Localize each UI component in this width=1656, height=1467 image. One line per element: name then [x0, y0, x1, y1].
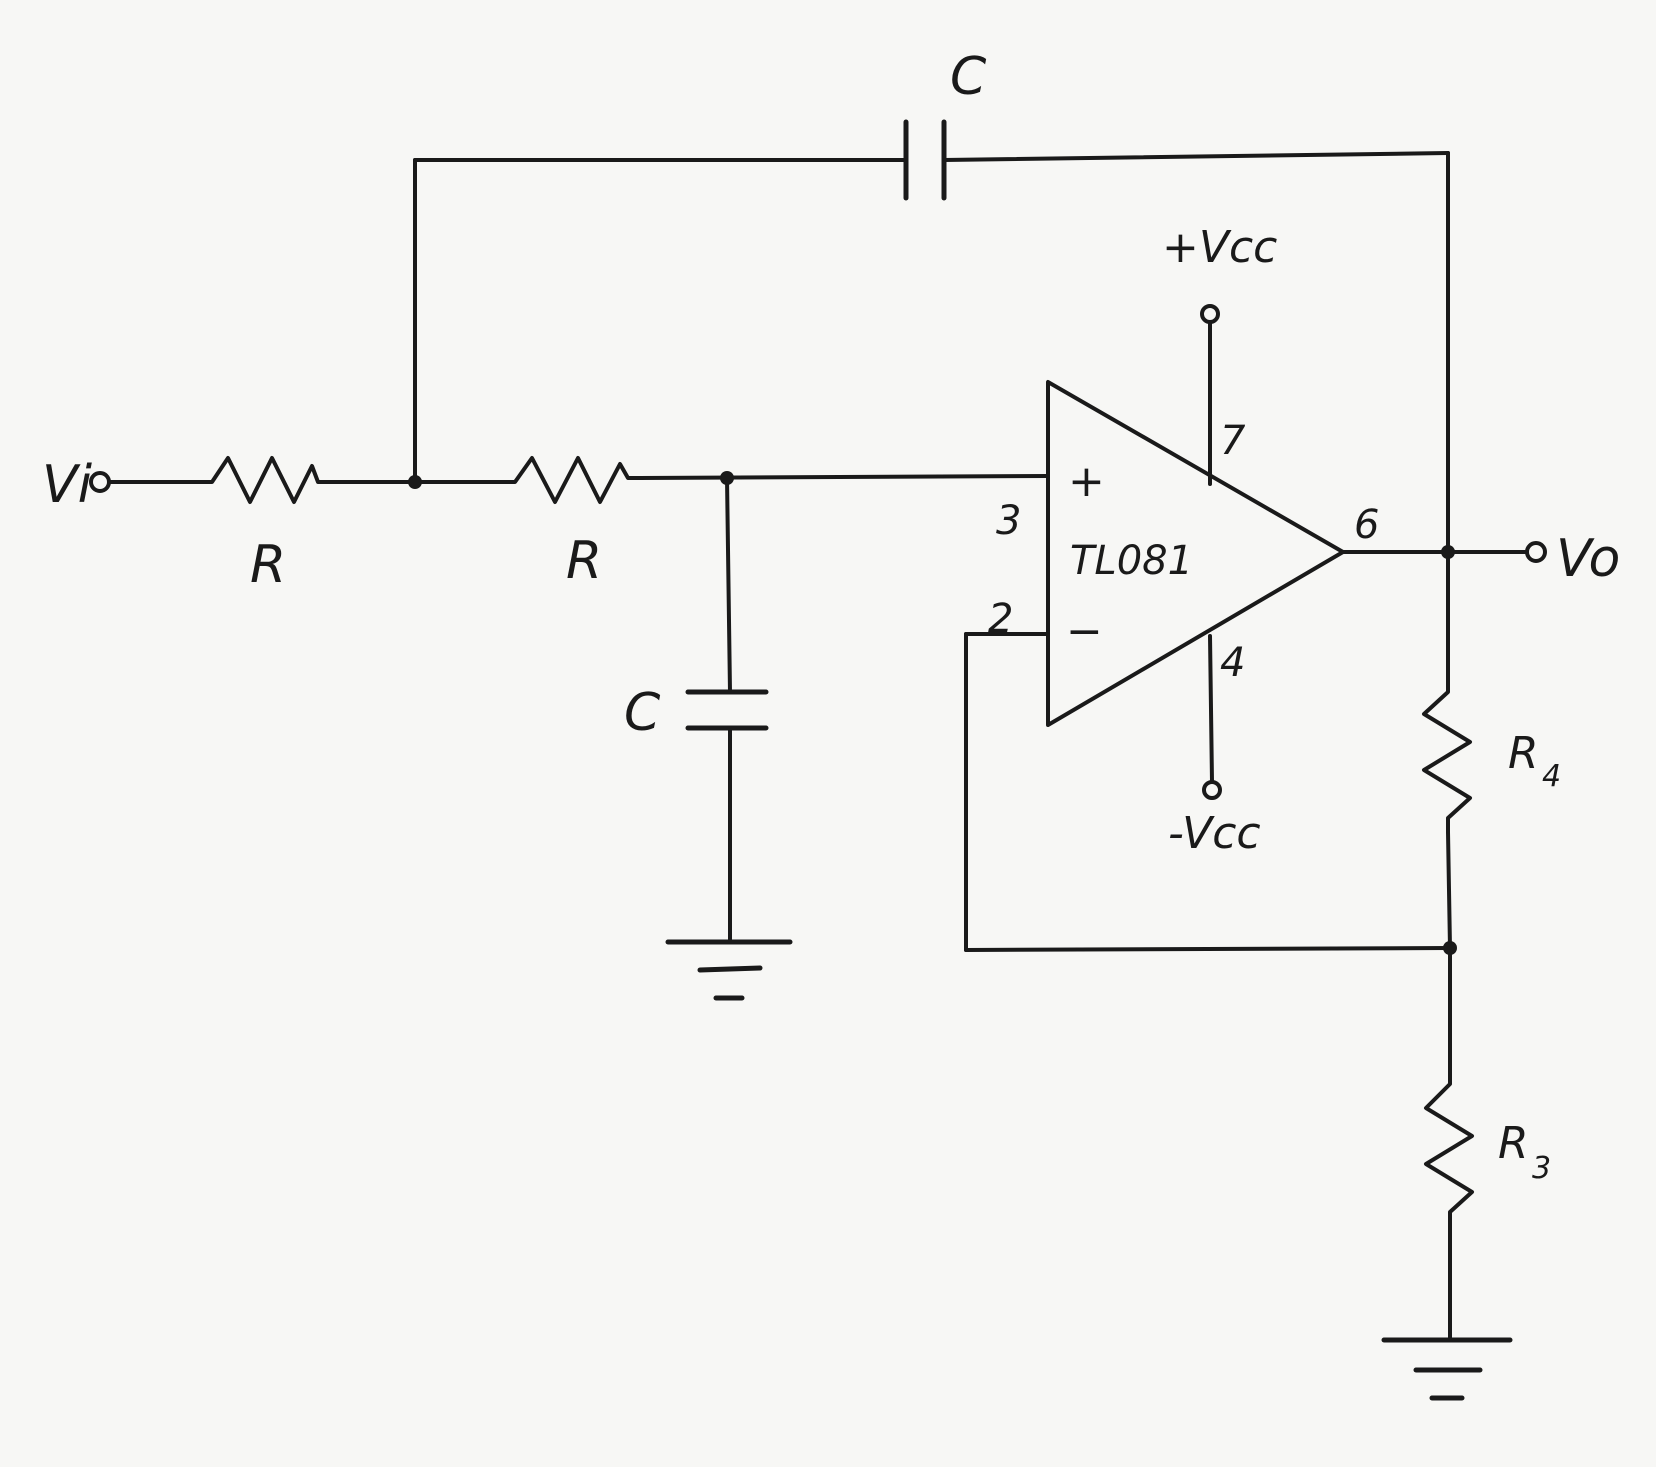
opamp-triangle [1046, 380, 1345, 727]
capacitor-feedback [903, 119, 947, 201]
resistor-r3-subscript: 3 [1532, 1151, 1551, 1186]
resistor-r4-subscript: 4 [1542, 759, 1561, 794]
capacitor-ground-label: C [624, 683, 661, 743]
wire-vcc-negative [1208, 634, 1214, 784]
resistor-r2-label: R [566, 531, 602, 591]
opamp-label: TL081 [1070, 538, 1193, 584]
output-label: Vo [1556, 529, 1620, 589]
resistor-r3 [1424, 1068, 1474, 1224]
capacitor-feedback-label: C [950, 47, 987, 107]
resistor-r2 [503, 456, 642, 504]
vcc-positive-label: +Vcc [1162, 222, 1277, 273]
opamp-minus-sign: − [1066, 606, 1103, 657]
vcc-negative-terminal [1202, 780, 1222, 800]
resistor-r4 [1422, 678, 1472, 834]
output-terminal [1525, 541, 1547, 563]
wire-r2-to-plus-input [638, 474, 1050, 480]
wire-r4-to-node [1446, 830, 1452, 950]
pin-6-label: 6 [1354, 502, 1379, 548]
resistor-r1 [198, 456, 340, 504]
pin-4-label: 4 [1220, 640, 1245, 686]
input-label: Vi [42, 455, 93, 515]
ground-symbol-1 [665, 939, 793, 1001]
wire-feedback-loop-bottom [964, 946, 1452, 952]
resistor-r3-letter: R [1498, 1118, 1529, 1169]
pin-3-label: 3 [996, 498, 1021, 544]
opamp-plus-sign: + [1068, 456, 1105, 507]
vcc-negative-label: -Vcc [1168, 808, 1261, 859]
resistor-r4-letter: R [1508, 728, 1539, 779]
vcc-positive-terminal [1200, 304, 1220, 324]
wire-feedback-top-right [942, 151, 1450, 162]
capacitor-ground [685, 689, 769, 731]
input-terminal [89, 471, 111, 493]
wire-to-ground-capacitor [725, 476, 732, 694]
ground-symbol-2 [1381, 1337, 1513, 1401]
resistor-r1-label: R [250, 535, 286, 595]
pin-7-label: 7 [1220, 418, 1246, 464]
